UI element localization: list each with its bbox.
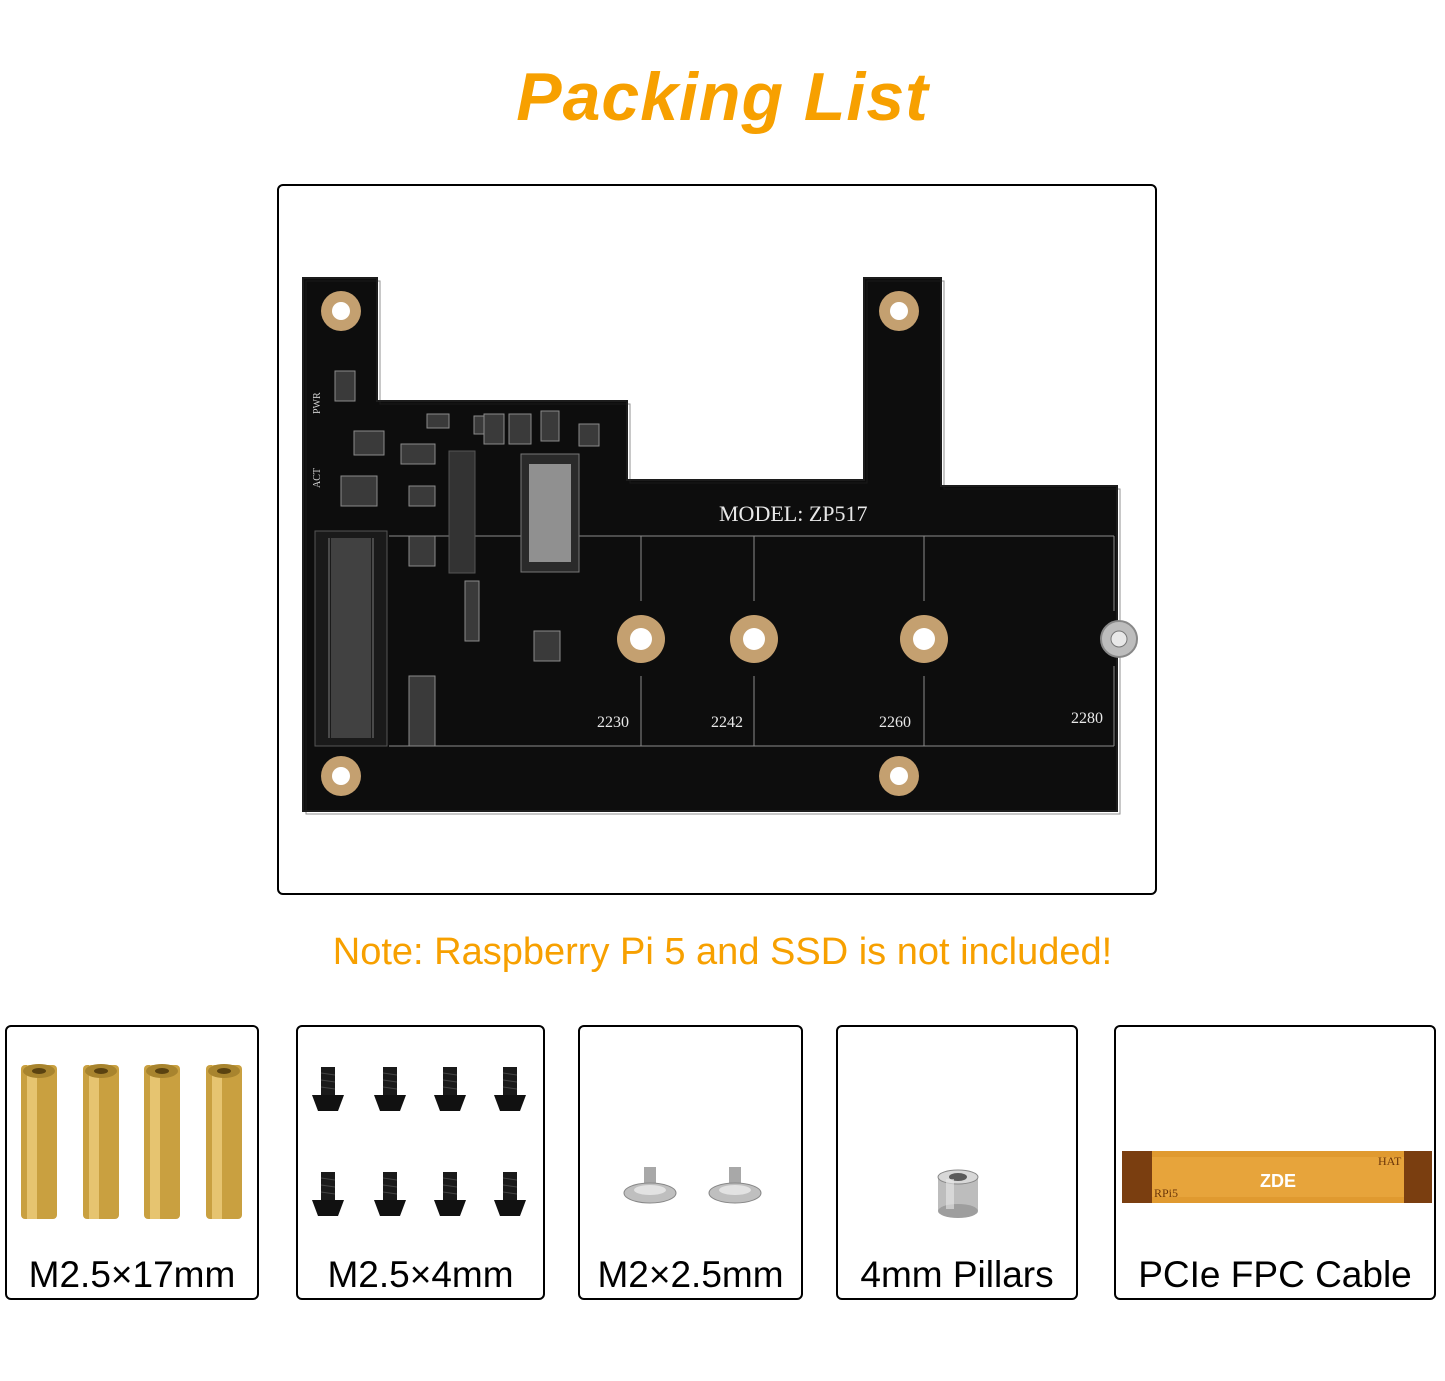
size-label-2260: 2260 <box>879 714 911 731</box>
item-brass-standoffs: M2.5×17mm <box>5 1025 259 1300</box>
note-text: Note: Raspberry Pi 5 and SSD is not incl… <box>332 931 1113 973</box>
pillar-nut-icon <box>937 1169 979 1218</box>
item-label: M2×2.5mm <box>597 1254 784 1295</box>
item-label: M2.5×17mm <box>28 1254 236 1295</box>
item-label: M2.5×4mm <box>327 1254 514 1295</box>
board-model-label: MODEL: ZP517 <box>719 501 868 526</box>
m2-hat-board-icon: MODEL: ZP517 2230 2242 2260 2280 PWR ACT <box>302 277 1138 815</box>
item-label: 4mm Pillars <box>860 1254 1054 1295</box>
item-label: PCIe FPC Cable <box>1138 1254 1412 1295</box>
board-photo-frame: MODEL: ZP517 2230 2242 2260 2280 PWR ACT <box>277 184 1157 895</box>
cable-brand-text: ZDE <box>1260 1171 1296 1191</box>
size-label-2242: 2242 <box>711 714 743 731</box>
item-fpc-cable: ZDE RPi5 HAT PCIe FPC Cable <box>1114 1025 1436 1300</box>
item-black-screws: M2.5×4mm <box>296 1025 545 1300</box>
item-pillars: 4mm Pillars <box>836 1025 1078 1300</box>
fpc-cable-icon: ZDE RPi5 HAT <box>1122 1151 1432 1203</box>
page-title: Packing List <box>516 59 929 135</box>
size-label-2280: 2280 <box>1071 710 1103 727</box>
pwr-led-label: PWR <box>312 392 323 414</box>
size-label-2230: 2230 <box>597 714 629 731</box>
brass-standoff-icon <box>21 1064 242 1219</box>
cable-end-b-text: HAT <box>1378 1154 1402 1168</box>
act-led-label: ACT <box>312 468 323 488</box>
cable-end-a-text: RPi5 <box>1154 1186 1178 1200</box>
item-silver-screws: M2×2.5mm <box>578 1025 803 1300</box>
silver-screw-icon <box>623 1167 762 1204</box>
